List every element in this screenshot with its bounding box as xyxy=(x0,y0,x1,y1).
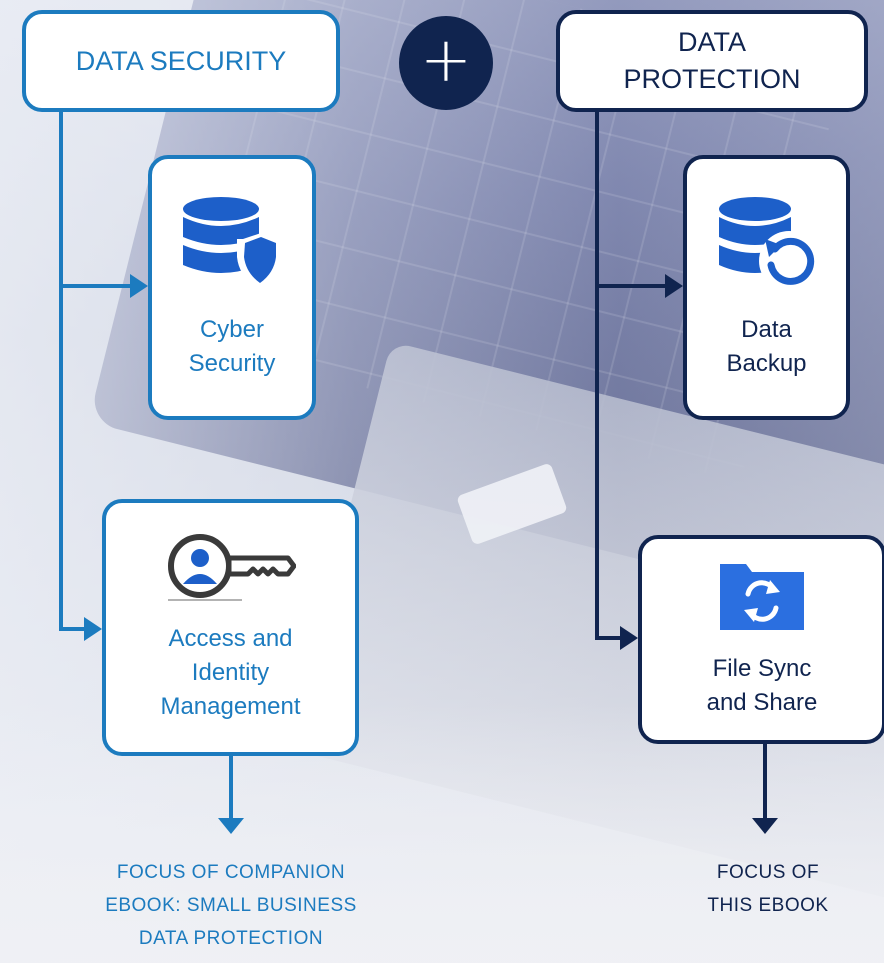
plus-icon: + xyxy=(399,16,493,110)
arrow-to-right-caption xyxy=(752,818,778,834)
user-key-icon xyxy=(167,533,296,601)
access-label-line-2: Identity xyxy=(191,658,270,686)
data-security-header-label: DATA SECURITY xyxy=(75,45,287,76)
data-protection-header: DATA PROTECTION xyxy=(556,10,868,112)
arrow-to-backup xyxy=(665,274,683,298)
data-protection-header-line-2: PROTECTION xyxy=(623,64,801,94)
data-protection-header-line-1: DATA xyxy=(677,27,746,57)
data-backup-label-line-2: Backup xyxy=(726,349,807,377)
file-sync-card: File Sync and Share xyxy=(638,535,884,744)
cyber-security-card: Cyber Security xyxy=(148,155,316,420)
database-shield-icon xyxy=(183,196,281,289)
access-label-line-3: Management xyxy=(160,692,301,720)
arrow-to-sync xyxy=(620,626,638,650)
companion-caption-line-3: DATA PROTECTION xyxy=(138,928,324,949)
file-sync-label-line-2: and Share xyxy=(706,688,818,716)
companion-ebook-caption: FOCUS OF COMPANION EBOOK: SMALL BUSINESS… xyxy=(60,856,402,955)
folder-sync-icon xyxy=(720,563,804,630)
data-security-header: DATA SECURITY xyxy=(22,10,340,112)
arrow-to-access xyxy=(84,617,102,641)
cyber-security-label-line-1: Cyber xyxy=(199,315,264,343)
data-backup-card: Data Backup xyxy=(683,155,850,420)
arrow-to-cyber xyxy=(130,274,148,298)
this-ebook-caption: FOCUS OF THIS EBOOK xyxy=(660,856,876,922)
data-backup-label-line-1: Data xyxy=(741,315,792,343)
cyber-security-label-line-2: Security xyxy=(188,349,276,377)
this-ebook-caption-line-2: THIS EBOOK xyxy=(707,895,829,916)
access-identity-card: Access and Identity Management xyxy=(102,499,359,756)
database-restore-icon xyxy=(718,196,817,291)
companion-caption-line-2: EBOOK: SMALL BUSINESS xyxy=(105,895,357,916)
file-sync-label-line-1: File Sync xyxy=(712,654,812,682)
companion-caption-line-1: FOCUS OF COMPANION xyxy=(116,862,346,883)
access-label-line-1: Access and xyxy=(168,624,293,652)
arrow-to-left-caption xyxy=(218,818,244,834)
this-ebook-caption-line-1: FOCUS OF xyxy=(716,862,820,883)
